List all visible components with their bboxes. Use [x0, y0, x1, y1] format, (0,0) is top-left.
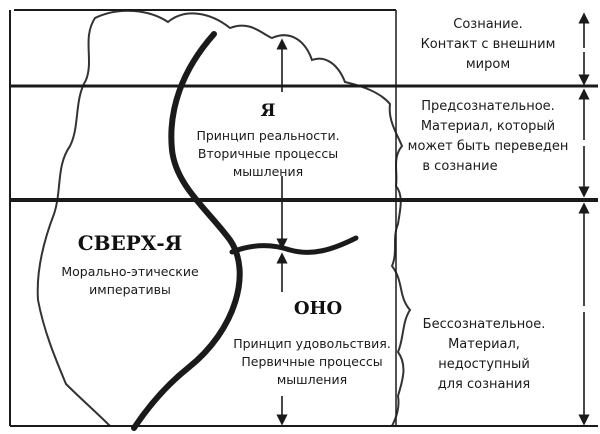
conscious-desc-line3: миром	[466, 57, 510, 72]
preconscious-desc-line3: может быть переведен	[408, 139, 569, 154]
unconscious-desc-line2: Материал,	[448, 337, 520, 352]
unconscious-desc-line4: для сознания	[438, 377, 531, 392]
superego-boundary-curve	[131, 31, 243, 431]
superego-desc-line2: императивы	[89, 282, 171, 297]
conscious-desc-line2: Контакт с внешним	[421, 37, 556, 52]
psyche-outline	[36, 9, 412, 427]
id-desc-line3: мышления	[277, 372, 347, 387]
ego-id-boundary-curve	[229, 235, 359, 255]
ego-desc-line1: Принцип реальности.	[196, 128, 339, 143]
ego-name: Я	[261, 101, 276, 121]
superego-desc-line1: Морально-этические	[61, 264, 199, 279]
superego-name: СВЕРХ-Я	[78, 231, 183, 255]
preconscious-title: Предсознательное.	[421, 99, 555, 114]
id-desc-line2: Первичные процессы	[241, 354, 382, 369]
preconscious-desc-line4: в сознание	[422, 159, 497, 174]
ego-desc-line2: Вторичные процессы	[198, 146, 338, 161]
unconscious-desc-line3: недоступный	[438, 357, 530, 372]
id-desc-line1: Принцип удовольствия.	[233, 336, 391, 351]
ego-desc-line3: мышления	[233, 164, 303, 179]
unconscious-title: Бессознательное.	[423, 317, 546, 332]
conscious-title: Сознание.	[453, 17, 523, 32]
id-name: ОНО	[294, 298, 342, 319]
preconscious-desc-line2: Материал, который	[421, 119, 555, 134]
